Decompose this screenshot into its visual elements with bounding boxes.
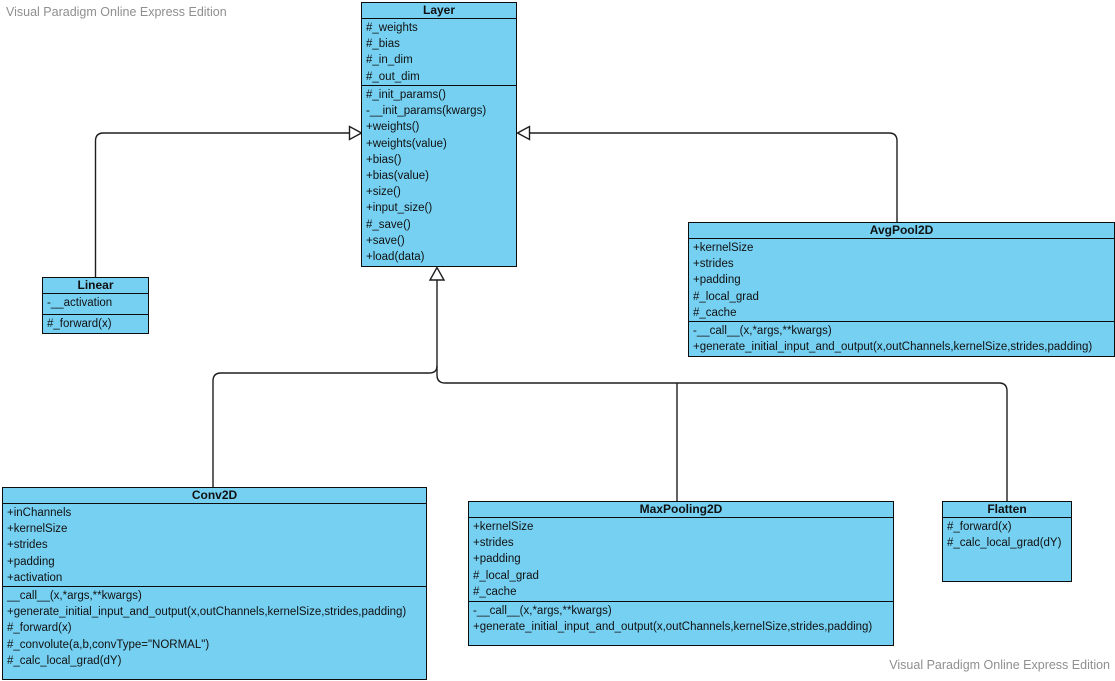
attributes-compartment: +inChannels +kernelSize +strides +paddin… (3, 504, 426, 587)
class-attribute: #_cache (473, 585, 517, 598)
class-title-avgpool2d: AvgPool2D (689, 223, 1114, 239)
class-attribute: +strides (473, 537, 514, 550)
class-method: +input_size() (366, 202, 433, 215)
generalization-arrowhead-right (516, 125, 531, 141)
class-box-maxpooling2d[interactable]: MaxPooling2D +kernelSize +strides +paddi… (468, 501, 894, 646)
class-method: -__init_params(kwargs) (366, 105, 487, 118)
class-attribute: +activation (7, 571, 63, 584)
class-method: __call__(x,*args,**kwargs) (7, 590, 142, 602)
class-method: #_forward(x) (947, 521, 1012, 533)
class-method: -__call__(x,*args,**kwargs) (473, 605, 612, 617)
methods-compartment: #_forward(x) #_calc_local_grad(dY) (943, 518, 1071, 581)
class-attribute: #_cache (693, 306, 737, 319)
connector-avgpool2d-to-layer[interactable] (530, 132, 898, 222)
generalization-arrowhead-left (348, 125, 363, 141)
class-attribute: +inChannels (7, 507, 72, 519)
class-title-maxpooling2d: MaxPooling2D (469, 502, 893, 518)
class-box-conv2d[interactable]: Conv2D +inChannels +kernelSize +strides … (2, 487, 427, 680)
class-attribute: #_bias (366, 38, 400, 51)
class-title-conv2d: Conv2D (3, 488, 426, 504)
attributes-compartment: +kernelSize +strides +padding #_local_gr… (689, 239, 1114, 322)
class-attribute: +padding (473, 553, 521, 566)
class-method: #_convolute(a,b,convType="NORMAL") (7, 638, 210, 651)
class-method: #_init_params() (366, 89, 446, 101)
class-attribute: +padding (693, 274, 741, 287)
class-method: +generate_initial_input_and_output(x,out… (473, 621, 873, 634)
methods-compartment: #_forward(x) (43, 315, 148, 333)
class-method: #_forward(x) (7, 622, 72, 635)
class-title-flatten: Flatten (943, 502, 1071, 518)
class-method: +size() (366, 186, 401, 199)
class-attribute: #_local_grad (693, 290, 759, 303)
class-method: +load(data) (366, 251, 425, 264)
class-attribute: +kernelSize (7, 523, 68, 536)
methods-compartment: #_init_params() -__init_params(kwargs) +… (362, 86, 516, 266)
class-box-avgpool2d[interactable]: AvgPool2D +kernelSize +strides +padding … (688, 222, 1115, 357)
methods-compartment: __call__(x,*args,**kwargs) +generate_ini… (3, 587, 426, 679)
class-attribute: +strides (7, 539, 48, 552)
class-method: +generate_initial_input_and_output(x,out… (7, 606, 407, 619)
methods-compartment: -__call__(x,*args,**kwargs) +generate_in… (469, 602, 893, 645)
class-box-linear[interactable]: Linear -__activation #_forward(x) (42, 277, 149, 334)
connector-conv2d-branch[interactable] (212, 365, 438, 487)
class-attribute: +kernelSize (693, 242, 754, 254)
class-attribute: +padding (7, 555, 55, 568)
class-box-layer[interactable]: Layer #_weights #_bias #_in_dim #_out_di… (361, 2, 517, 267)
watermark-bottom-right: Visual Paradigm Online Express Edition (889, 658, 1110, 672)
class-attribute: +kernelSize (473, 521, 534, 533)
methods-compartment: -__call__(x,*args,**kwargs) +generate_in… (689, 322, 1114, 356)
class-method: #_save() (366, 218, 411, 231)
class-title-layer: Layer (362, 3, 516, 19)
class-attribute: -__activation (47, 297, 113, 309)
class-method: +weights(value) (366, 137, 447, 150)
class-method: #_calc_local_grad(dY) (947, 537, 1062, 550)
class-attribute: #_out_dim (366, 70, 420, 83)
attributes-compartment: #_weights #_bias #_in_dim #_out_dim (362, 19, 516, 86)
class-method: +bias(value) (366, 170, 429, 183)
class-method: -__call__(x,*args,**kwargs) (693, 325, 832, 337)
class-method: +weights() (366, 121, 420, 134)
class-method: +generate_initial_input_and_output(x,out… (693, 341, 1093, 354)
class-method: #_forward(x) (47, 318, 112, 330)
class-attribute: #_local_grad (473, 569, 539, 582)
class-title-linear: Linear (43, 278, 148, 294)
attributes-compartment: +kernelSize +strides +padding #_local_gr… (469, 518, 893, 602)
connector-linear-to-layer[interactable] (94, 132, 350, 277)
class-method: +save() (366, 234, 405, 247)
class-attribute: #_weights (366, 22, 418, 34)
class-box-flatten[interactable]: Flatten #_forward(x) #_calc_local_grad(d… (942, 501, 1072, 582)
watermark-top-left: Visual Paradigm Online Express Edition (6, 5, 227, 19)
class-attribute: +strides (693, 258, 734, 271)
class-method: #_calc_local_grad(dY) (7, 654, 122, 667)
generalization-arrowhead-bottom (428, 266, 446, 281)
class-attribute: #_in_dim (366, 54, 413, 67)
class-method: +bias() (366, 153, 402, 166)
attributes-compartment: -__activation (43, 294, 148, 315)
